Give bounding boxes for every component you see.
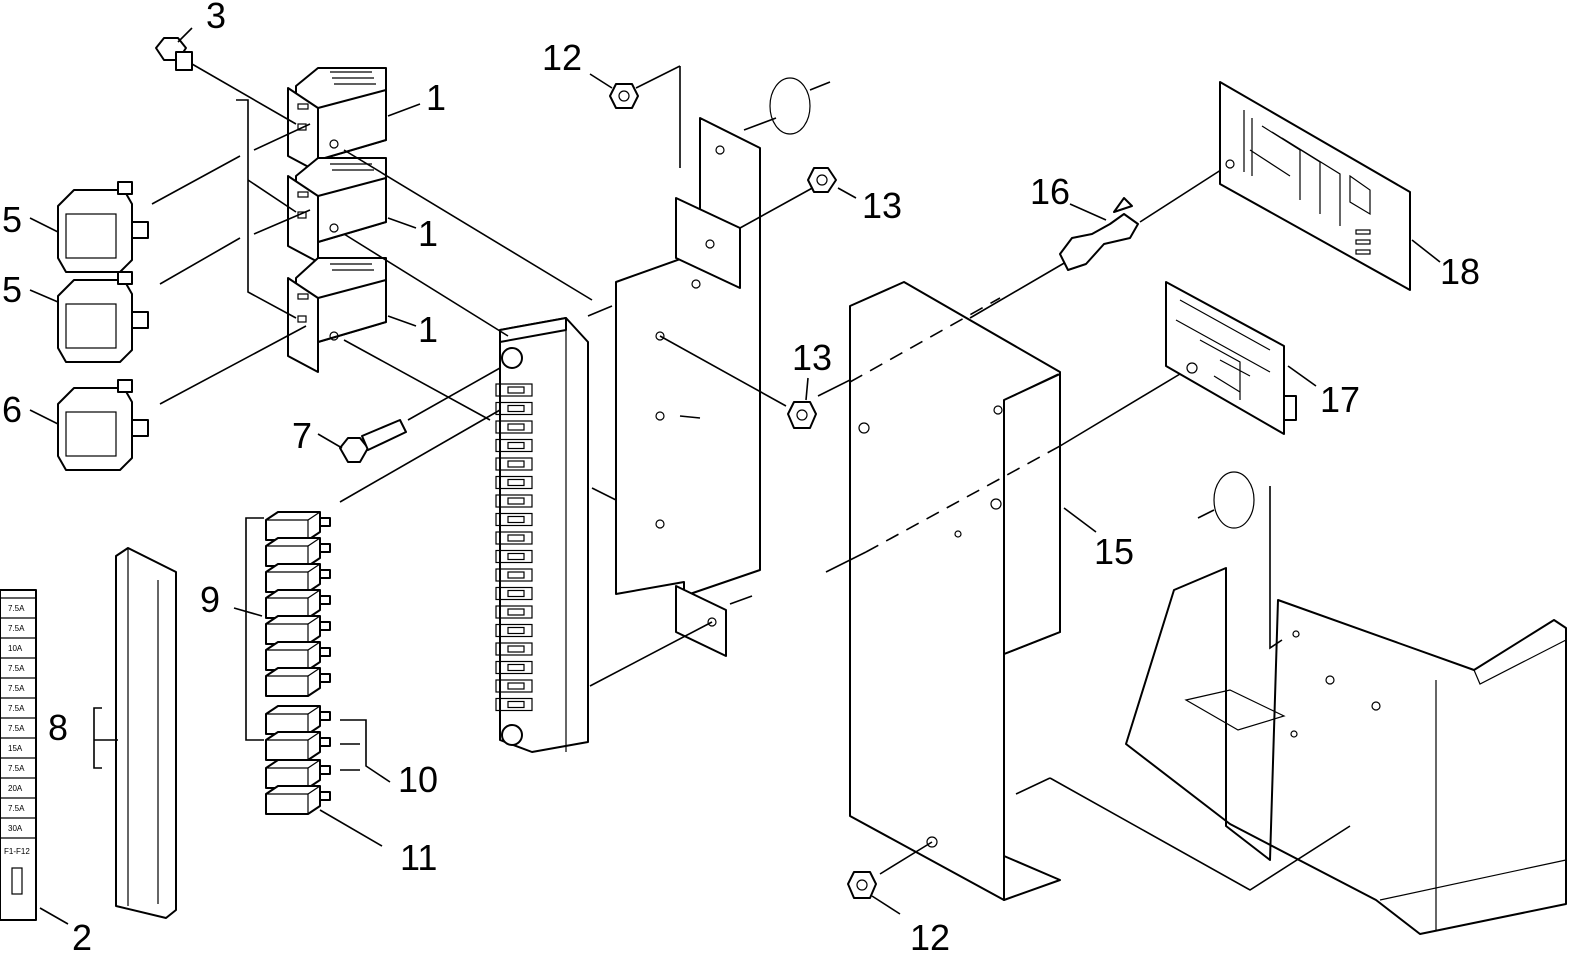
- fuse-rating-label: 7.5A: [8, 624, 25, 633]
- fuse-slot: [495, 512, 533, 527]
- fuse-cover: [115, 547, 177, 919]
- callout-1-middle: 1: [418, 213, 438, 254]
- callout-18: 18: [1440, 251, 1480, 292]
- fuse-rating-label: 7.5A: [8, 684, 25, 693]
- circuit-board-small: [1165, 281, 1297, 435]
- fuse-rating-label: 10A: [8, 644, 23, 653]
- fuse-slot: [495, 623, 533, 638]
- callout-6: 6: [2, 389, 22, 430]
- callout-13-right: 13: [862, 185, 902, 226]
- callout-12-bottom: 12: [910, 917, 950, 958]
- fuse-slot: [495, 660, 533, 675]
- fuse-rating-label: 7.5A: [8, 664, 25, 673]
- fuse-slot: [495, 531, 533, 545]
- fuse-slot: [495, 420, 533, 434]
- callout-11: 11: [400, 837, 437, 878]
- fuse-slot: [495, 494, 533, 508]
- callout-17: 17: [1320, 379, 1360, 420]
- callout-1-top: 1: [426, 77, 446, 118]
- washer-nut-right: [807, 167, 837, 193]
- mounting-bracket: [615, 117, 761, 657]
- blade-fuse: [265, 563, 331, 593]
- push-fastener: [1059, 167, 1225, 271]
- blade-fuse: [265, 615, 331, 645]
- machine-frame: [1125, 567, 1567, 935]
- fuse-rating-label: 7.5A: [8, 724, 25, 733]
- fuse-rating-label: 7.5A: [8, 804, 25, 813]
- fuse-rating-label: 30A: [8, 824, 23, 833]
- blade-fuse: [265, 511, 331, 541]
- blade-fuse: [265, 705, 331, 735]
- relay-middle: [287, 157, 387, 263]
- fuse-slot: [495, 697, 533, 712]
- fuse-block: [495, 317, 589, 753]
- fuse-slot: [495, 642, 533, 656]
- washer-nut-center: [787, 401, 817, 429]
- callout-16: 16: [1030, 171, 1070, 212]
- fuse-rating-label: 7.5A: [8, 604, 25, 613]
- callout-10: 10: [398, 759, 438, 800]
- fuse-slot: [495, 438, 533, 453]
- mini-relay-2: [57, 271, 149, 363]
- blade-fuse: [265, 731, 331, 761]
- callout-5-lower: 5: [2, 269, 22, 310]
- callout-13-center: 13: [792, 337, 832, 378]
- callout-1-bottom: 1: [418, 309, 438, 350]
- blade-fuse: [265, 785, 331, 815]
- fuse-slot: [495, 383, 533, 397]
- callout-15: 15: [1094, 531, 1134, 572]
- fuse-rating-label: 7.5A: [8, 704, 25, 713]
- enclosure: [849, 281, 1061, 901]
- callout-12-top: 12: [542, 37, 582, 78]
- mini-relay-3: [57, 379, 149, 471]
- nut-top: [609, 83, 639, 109]
- leader-lines: [29, 27, 1441, 925]
- fuse-slot: [495, 457, 533, 471]
- nut-bottom: [847, 871, 877, 899]
- blade-fuses: [265, 511, 331, 815]
- blade-fuse: [265, 589, 331, 619]
- callouts: 1 1 1 2 3 5 5 6 7 8 9 10 11 12 12 13 13 …: [2, 0, 1480, 958]
- callout-9: 9: [200, 579, 220, 620]
- fuse-rating-label: 15A: [8, 744, 23, 753]
- mini-relay-1: [57, 181, 149, 273]
- relay-bottom: [287, 257, 387, 373]
- callout-2: 2: [72, 917, 92, 958]
- screw: [155, 37, 297, 125]
- fuse-slot: [495, 679, 533, 693]
- fuse-rating-label: 20A: [8, 784, 23, 793]
- fuse-range-label: F1-F12: [4, 847, 30, 856]
- callout-7: 7: [292, 415, 312, 456]
- fuse-slot: [495, 605, 533, 619]
- fuse-slot: [495, 568, 533, 582]
- fuse-slot: [495, 475, 533, 490]
- fuse-rating-label: 7.5A: [8, 764, 25, 773]
- callout-8: 8: [48, 707, 68, 748]
- blade-fuse: [265, 667, 331, 697]
- fuse-slot: [495, 549, 533, 564]
- blade-fuse: [265, 641, 331, 671]
- circuit-board-large: [1219, 81, 1411, 291]
- relay-top: [287, 67, 387, 173]
- blade-fuse: [265, 759, 331, 789]
- callout-5-upper: 5: [2, 199, 22, 240]
- fuse-slot: [495, 586, 533, 601]
- fuse-label-strip: 7.5A 7.5A 10A 7.5A 7.5A 7.5A 7.5A 15A 7.5A 20A 7.5…: [0, 589, 37, 921]
- fuse-slot: [495, 401, 533, 416]
- blade-fuse: [265, 537, 331, 567]
- bolt: [339, 367, 501, 463]
- callout-3: 3: [206, 0, 226, 36]
